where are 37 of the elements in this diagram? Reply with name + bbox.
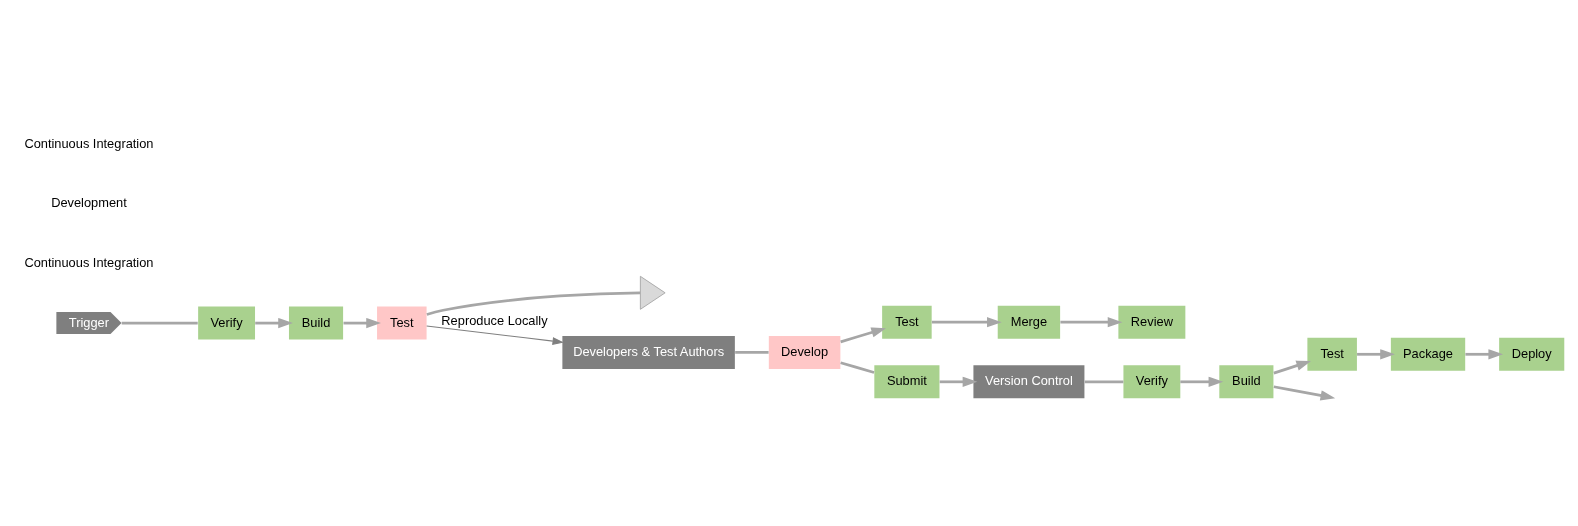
arrow: [1060, 317, 1123, 328]
connector: [426, 291, 641, 316]
connector: [121, 321, 198, 325]
arrow: [426, 325, 564, 345]
node-box: Submit: [874, 365, 940, 399]
arrow: [931, 317, 1002, 328]
node-box: Developers & Test Authors: [562, 335, 735, 369]
node-box: Verify: [198, 306, 255, 340]
node-box: Review: [1118, 305, 1186, 339]
node-box: Verify: [1123, 365, 1181, 399]
connector: [1084, 380, 1124, 384]
label: Continuous Integration: [24, 254, 154, 270]
node-box: Build: [1219, 365, 1274, 399]
node-box: Test: [1307, 337, 1357, 371]
connector: [840, 361, 875, 374]
node-box: Deploy: [1499, 337, 1565, 371]
label: Development: [51, 195, 127, 211]
node-box: Version Control: [973, 365, 1085, 399]
arrow: [939, 376, 978, 387]
arrow: [840, 327, 887, 344]
label: Continuous Integration: [24, 135, 154, 151]
arrow: [1273, 360, 1312, 375]
node-triangle: [639, 275, 666, 310]
connector: [735, 351, 769, 354]
arrow: [255, 317, 293, 329]
arrow: [1465, 349, 1504, 360]
arrow: [1357, 349, 1395, 360]
arrow: [1180, 376, 1224, 387]
node-box: Develop: [768, 335, 841, 369]
node-box: Test: [377, 306, 427, 340]
arrow: [1273, 385, 1336, 401]
node-box: Test: [882, 305, 932, 339]
node-box: Package: [1390, 337, 1466, 371]
node-box: Build: [288, 306, 344, 340]
node-box: Merge: [997, 305, 1061, 339]
edge-label: Reproduce Locally: [441, 313, 548, 329]
arrow: [343, 317, 381, 329]
